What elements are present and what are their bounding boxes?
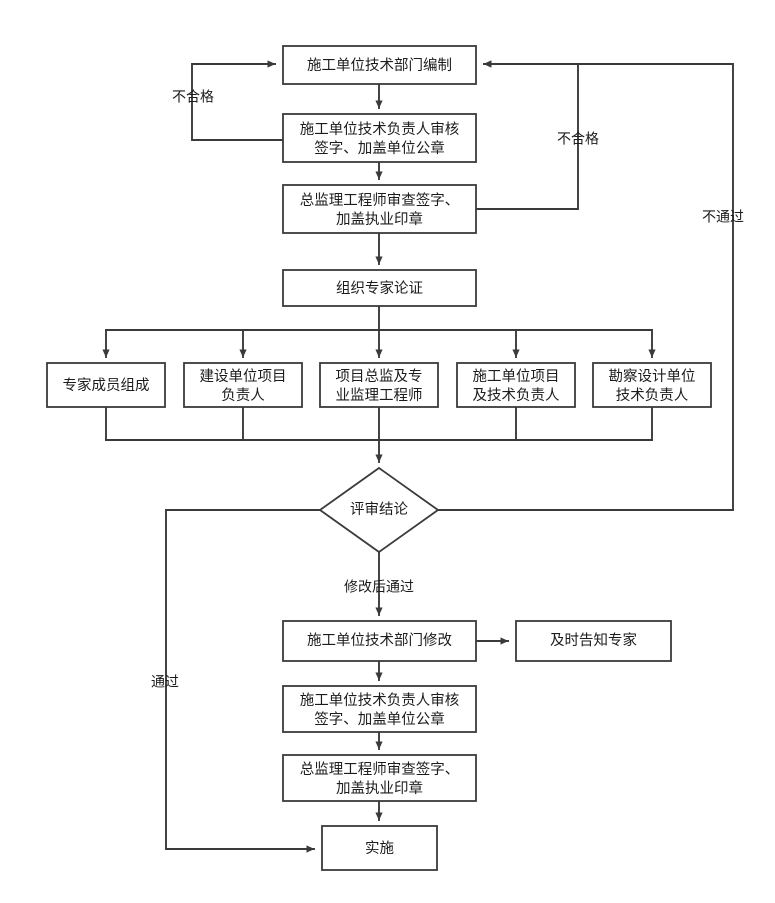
node-label-line2: 负责人 [221,387,265,404]
node-label-line1: 勘察设计单位 [609,367,696,385]
edge-label-fail-right: 不合格 [557,131,599,147]
node-label-line1: 施工单位技术负责人审核 [300,121,460,138]
node-box [282,113,477,163]
node-label: 组织专家论证 [336,280,423,297]
node-box [282,754,477,802]
node-expert-member-composition[interactable]: 专家成员组成 [46,362,166,408]
node-box [319,362,439,408]
connector-diamond-reject-to-n1 [437,60,734,511]
node-box [282,685,477,733]
node-label: 施工单位技术部门修改 [307,632,452,649]
connector-layer [102,60,734,853]
node-label-line2: 技术负责人 [616,387,689,404]
node-label-line1: 施工单位技术负责人审核 [300,692,460,709]
node-label-line1: 项目总监及专 [336,368,423,385]
node-label: 实施 [365,840,394,857]
node-label: 及时告知专家 [550,632,637,649]
node-notify-experts-promptly[interactable]: 及时告知专家 [515,620,672,662]
node-label: 评审结论 [350,501,408,518]
node-label-line1: 总监理工程师审查签字、 [300,761,460,778]
edge-label-fail-left: 不合格 [172,89,214,105]
node-box [282,620,477,662]
node-owner-project-manager[interactable]: 建设单位项目 负责人 [183,362,303,408]
node-label-line2: 加盖执业印章 [336,210,423,228]
node-label-line2: 加盖执业印章 [336,779,423,797]
node-box [592,362,712,408]
node-review-conclusion-decision[interactable]: 评审结论 [318,466,440,554]
edge-label-pass-after-revision: 修改后通过 [344,579,414,595]
node-label: 专家成员组成 [63,377,150,394]
node-box [46,362,166,408]
node-box [282,45,477,85]
connector-n2-reject-to-n1 [191,60,284,141]
node-box [515,620,672,662]
node-box [321,825,438,871]
node-chief-supervisor-review-2[interactable]: 总监理工程师审查签字、 加盖执业印章 [282,754,477,802]
node-label-line2: 签字、加盖单位公章 [314,710,445,728]
node-label-line2: 业监理工程师 [336,387,423,404]
node-box [183,362,303,408]
edge-label-layer: 不合格 不合格 不通过 修改后通过 通过 [151,89,744,690]
node-box [282,269,477,307]
node-label: 施工单位技术部门编制 [307,57,452,74]
node-chief-supervisor-and-engineers[interactable]: 项目总监及专 业监理工程师 [319,362,439,408]
node-construction-tech-lead-review[interactable]: 施工单位技术负责人审核 签字、加盖单位公章 [282,113,477,163]
node-organize-expert-review[interactable]: 组织专家论证 [282,269,477,307]
node-diamond-shape [318,466,440,554]
connector-diamond-pass-to-n9 [165,509,321,853]
node-implementation[interactable]: 实施 [321,825,438,871]
node-contractor-tech-dept-revise[interactable]: 施工单位技术部门修改 [282,620,477,662]
node-box [282,184,477,234]
node-box [456,362,576,408]
node-survey-design-tech-lead[interactable]: 勘察设计单位 技术负责人 [592,362,712,408]
edge-label-not-passed: 不通过 [702,209,744,225]
node-contractor-project-and-tech-lead[interactable]: 施工单位项目 及技术负责人 [456,362,576,408]
node-label-line2: 及技术负责人 [473,387,560,404]
node-label-line1: 施工单位项目 [473,368,560,385]
node-label-line1: 建设单位项目 [200,368,287,385]
node-label-line1: 总监理工程师审查签字、 [300,192,460,209]
node-construction-tech-dept-prepare[interactable]: 施工单位技术部门编制 [282,45,477,85]
node-chief-supervisor-review[interactable]: 总监理工程师审查签字、 加盖执业印章 [282,184,477,234]
node-layer: 施工单位技术部门编制 施工单位技术负责人审核 签字、加盖单位公章 总监理工程师审… [46,45,712,871]
node-label-line2: 签字、加盖单位公章 [314,139,445,157]
edge-label-pass: 通过 [151,674,179,690]
node-contractor-tech-lead-review-2[interactable]: 施工单位技术负责人审核 签字、加盖单位公章 [282,685,477,733]
